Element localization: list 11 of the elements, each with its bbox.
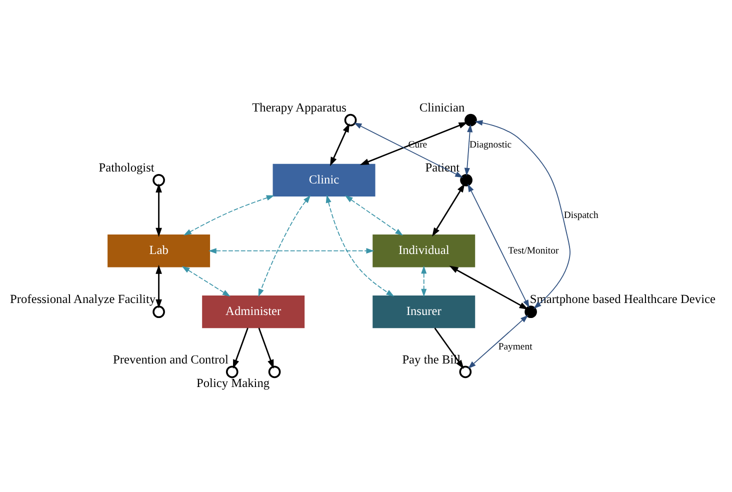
edge-label: Cure (408, 139, 428, 150)
node-label: Clinician (419, 100, 465, 114)
node-label: Professional Analyze Facility (10, 292, 156, 306)
edge-label: Dispatch (564, 210, 598, 221)
edge-label: Diagnostic (470, 139, 512, 150)
node-label: Pathologist (98, 160, 154, 175)
node-label: Therapy Apparatus (252, 100, 346, 114)
edge-label: Test/Monitor (508, 245, 559, 256)
node-label: Prevention and Control (113, 352, 228, 366)
edge-label: Payment (498, 342, 532, 353)
node-label: Policy Making (196, 376, 270, 390)
